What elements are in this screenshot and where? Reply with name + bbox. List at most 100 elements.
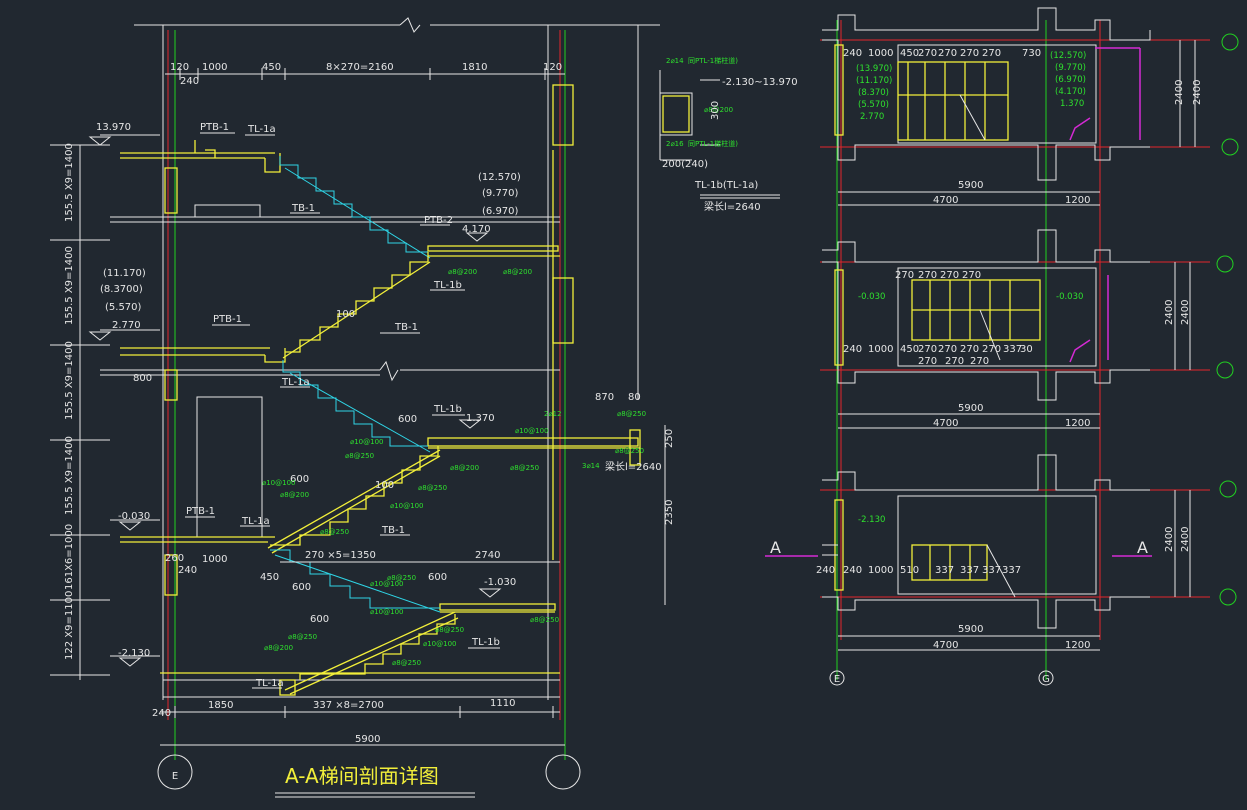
dim-600-b: 600 xyxy=(290,474,309,485)
p2-bot-270d: 270 xyxy=(982,344,1001,355)
axis-bubble-e-plan xyxy=(829,670,845,686)
dim-2350: 2350 xyxy=(664,500,675,525)
p1-elev-r4: 1.370 xyxy=(1060,99,1084,109)
vdim-1: 155.5 X9=1400 xyxy=(64,143,75,222)
axis-bubble-g-plan xyxy=(1038,670,1054,686)
p2-elev-l: -0.030 xyxy=(858,292,885,302)
elev-2770: 2.770 xyxy=(112,320,141,331)
dim-top-120: 120 xyxy=(170,62,189,73)
p3-dim-240b: 240 xyxy=(843,565,862,576)
p1-vert: 2400 xyxy=(1174,80,1185,105)
detail-rebar-top: 2⌀14 xyxy=(666,57,684,65)
p3-overall: 5900 xyxy=(958,624,983,635)
drawing-title: A-A梯间剖面详图 xyxy=(285,764,439,788)
dim-870: 870 xyxy=(595,392,614,403)
dim-top-120b: 120 xyxy=(543,62,562,73)
p3-sub-left: 4700 xyxy=(933,640,958,651)
dim-top-1000: 1000 xyxy=(202,62,227,73)
detail-300: 300 xyxy=(710,101,721,120)
p2-bot-30: 30 xyxy=(1020,344,1033,355)
dim-top-240: 240 xyxy=(180,76,199,87)
rebar-23: ⌀10@100 xyxy=(423,640,456,648)
p1-dim-270c: 270 xyxy=(960,48,979,59)
section-yellow-structure xyxy=(120,84,641,696)
dim-bot-1110: 1110 xyxy=(490,698,515,709)
p2-top-270c: 270 xyxy=(940,270,959,281)
p2-bot-270c: 270 xyxy=(960,344,979,355)
p2-elev-r: -0.030 xyxy=(1056,292,1083,302)
dim-260: 260 xyxy=(165,553,184,564)
elev-group-right-0: (12.570) xyxy=(478,172,521,183)
dim-250: 250 xyxy=(664,429,675,448)
p1-overall: 5900 xyxy=(958,180,983,191)
p1-elev-r3: (4.170) xyxy=(1055,87,1086,97)
rebar-7: ⌀8@250 xyxy=(617,410,646,418)
detail-200240: 200(240) xyxy=(662,159,708,170)
dim-top-450: 450 xyxy=(262,62,281,73)
rebar-0: ⌀8@200 xyxy=(448,268,477,276)
p3-dim-510: 510 xyxy=(900,565,919,576)
rebar-10: ⌀10@100 xyxy=(262,479,295,487)
detail-note-top: 同PTL-1梯柱道) xyxy=(688,56,738,65)
rebar-24: ⌀8@250 xyxy=(530,616,559,624)
axis-bubble-e-section xyxy=(157,754,193,790)
p2-bot-337: 337 xyxy=(1003,344,1022,355)
p1-dim-1000: 1000 xyxy=(868,48,893,59)
axis-label-e-plan: E xyxy=(834,674,840,685)
p1-dim-730: 730 xyxy=(1022,48,1041,59)
p3-dim-240a: 240 xyxy=(816,565,835,576)
p2-bot2-270b: 270 xyxy=(945,356,964,367)
lbl-ptb2: PTB-2 xyxy=(424,215,453,226)
rebar-5: ⌀8@200 xyxy=(450,464,479,472)
elev-group-right-2: (6.970) xyxy=(482,206,519,217)
rebar-19: ⌀8@250 xyxy=(392,659,421,667)
p1-elev-l2: (8.370) xyxy=(858,88,889,98)
p3-dim-337c: 337 xyxy=(982,565,1001,576)
detail-beam-len: 梁长l=2640 xyxy=(704,200,761,213)
elev-m1030: -1.030 xyxy=(484,577,516,588)
p2-bot2-270a: 270 xyxy=(918,356,937,367)
p1-dim-270b: 270 xyxy=(938,48,957,59)
stair-flights xyxy=(267,156,459,695)
vdim-4: 155.5 X9=1400 xyxy=(64,436,75,515)
rebar-4: ⌀10@100 xyxy=(515,427,548,435)
elev-group-right-1: (9.770) xyxy=(482,188,519,199)
elev-m2130: -2.130 xyxy=(118,648,150,659)
detail-note-bot: 同PTL-1梯柱道) xyxy=(688,139,738,148)
elevation-markers xyxy=(88,134,502,667)
dim-800: 800 xyxy=(133,373,152,384)
lbl-tl1a-a: TL-1a xyxy=(247,124,276,135)
lbl-tl1b-c: TL-1b xyxy=(471,637,500,648)
p3-dim-337b: 337 xyxy=(960,565,979,576)
rebar-18: ⌀8@200 xyxy=(264,644,293,652)
rebar-9: ⌀8@250 xyxy=(418,484,447,492)
p1-dim-240: 240 xyxy=(843,48,862,59)
p1-elev-r1: (9.770) xyxy=(1055,63,1086,73)
rebar-8: ⌀10@100 xyxy=(390,502,423,510)
dim-240-s: 240 xyxy=(178,565,197,576)
section-slabs xyxy=(100,204,560,698)
p2-vert2: 2400 xyxy=(1180,300,1191,325)
p1-elev-l3: (5.570) xyxy=(858,100,889,110)
p1-elev-l4: 2.770 xyxy=(860,112,884,122)
p2-vert: 2400 xyxy=(1164,300,1175,325)
dim-600-c: 600 xyxy=(292,582,311,593)
elev-1370: 1.370 xyxy=(466,413,495,424)
detail-elev: -2.130~13.970 xyxy=(722,77,798,88)
rebar-6: ⌀8@250 xyxy=(510,464,539,472)
dim-270x5: 270 ×5=1350 xyxy=(305,550,376,561)
dim-bot-1850: 1850 xyxy=(208,700,233,711)
lbl-ptb1-b: PTB-1 xyxy=(213,314,242,325)
rebar-14: ⌀8@250 xyxy=(387,574,416,582)
elev-13970: 13.970 xyxy=(96,122,131,133)
axis-label-g-plan: G xyxy=(1042,674,1050,685)
elev-4170: 4.170 xyxy=(462,224,491,235)
p2-sub-right: 1200 xyxy=(1065,418,1090,429)
lbl-beam-len: 梁长l=2640 xyxy=(605,460,662,473)
dim-bot-5900: 5900 xyxy=(355,734,380,745)
plan-bottom-walls xyxy=(765,454,1191,651)
p2-bot2-270c: 270 xyxy=(970,356,989,367)
dim-600-d: 600 xyxy=(428,572,447,583)
dim-100-b: 100 xyxy=(375,480,394,491)
